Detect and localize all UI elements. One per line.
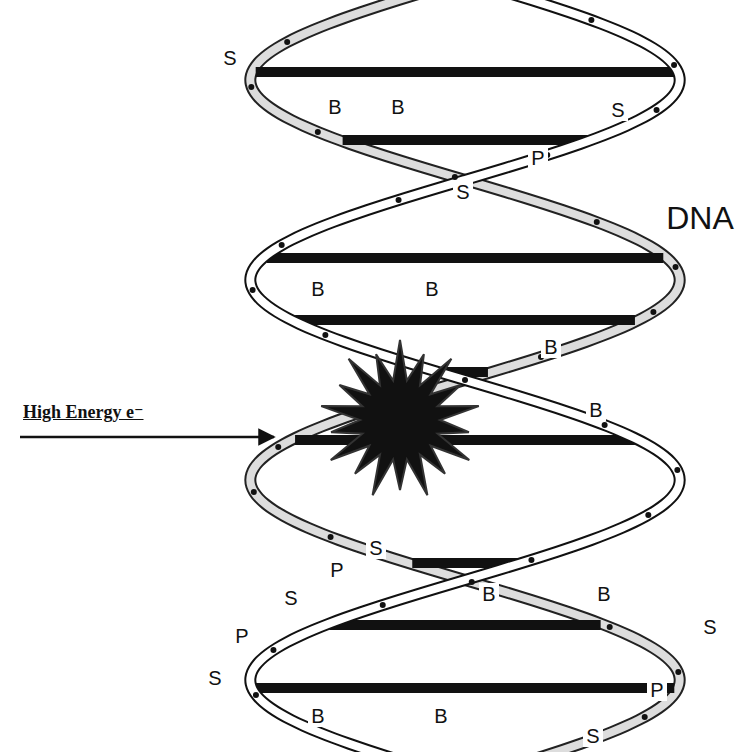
phosphate-dot xyxy=(452,174,458,180)
part-label: S xyxy=(220,47,239,69)
phosphate-dot xyxy=(251,489,257,495)
base-pair-bar xyxy=(256,67,675,77)
part-label: B xyxy=(586,399,605,421)
part-label: S xyxy=(453,181,472,203)
base-pair-bar xyxy=(343,135,588,145)
part-label: B xyxy=(594,583,613,605)
phosphate-dot xyxy=(607,624,613,630)
phosphate-dot xyxy=(462,377,468,383)
part-label: P xyxy=(327,559,346,581)
part-label: B xyxy=(431,705,450,727)
backbone-strand xyxy=(250,0,679,752)
phosphate-dot xyxy=(380,602,386,608)
phosphate-dot xyxy=(650,309,656,315)
phosphate-dot xyxy=(671,62,677,68)
part-label: B xyxy=(308,705,327,727)
phosphate-dot xyxy=(396,197,402,203)
part-label: S xyxy=(583,725,602,747)
phosphate-dot xyxy=(654,107,660,113)
phosphate-dot xyxy=(675,669,681,675)
phosphate-dot xyxy=(602,422,608,428)
part-label: B xyxy=(479,583,498,605)
backbone-strand xyxy=(250,0,679,752)
part-label: P xyxy=(528,147,547,169)
part-label: B xyxy=(308,278,327,300)
phosphate-dot xyxy=(315,129,321,135)
base-pair-bar xyxy=(295,315,635,325)
part-label: P xyxy=(647,679,666,701)
part-label: B xyxy=(325,96,344,118)
part-label: S xyxy=(205,667,224,689)
base-pair-bar xyxy=(256,683,675,693)
base-pair-bar xyxy=(329,620,600,630)
backbone-strand xyxy=(250,0,679,752)
part-label: S xyxy=(366,537,385,559)
phosphate-dot xyxy=(253,692,259,698)
part-label: P xyxy=(232,625,251,647)
phosphate-dot xyxy=(469,579,475,585)
phosphate-dot xyxy=(673,264,679,270)
phosphate-dot xyxy=(284,39,290,45)
phosphate-dot xyxy=(248,84,254,90)
damage-starburst xyxy=(321,340,479,495)
phosphate-dot xyxy=(250,287,256,293)
phosphate-dot xyxy=(528,557,534,563)
phosphate-dot xyxy=(674,467,680,473)
phosphate-dot xyxy=(279,242,285,248)
part-label: B xyxy=(541,336,560,358)
phosphate-dot xyxy=(275,444,281,450)
electron-arrow xyxy=(20,436,274,439)
radiation-label: High Energy e⁻ xyxy=(20,402,147,422)
phosphate-dot xyxy=(642,714,648,720)
diagram-title-label: DNA xyxy=(663,201,737,235)
part-label: S xyxy=(281,587,300,609)
part-label: B xyxy=(388,96,407,118)
part-label: S xyxy=(700,616,719,638)
phosphate-dot xyxy=(270,647,276,653)
part-label: S xyxy=(608,99,627,121)
phosphate-dot xyxy=(588,17,594,23)
base-pair-bar xyxy=(267,253,664,263)
backbone-strand xyxy=(250,0,679,752)
phosphate-dot xyxy=(594,219,600,225)
base-pair-bar xyxy=(295,435,635,445)
phosphate-dot xyxy=(322,332,328,338)
part-label: B xyxy=(422,278,441,300)
phosphate-dot xyxy=(645,512,651,518)
phosphate-dot xyxy=(328,534,334,540)
